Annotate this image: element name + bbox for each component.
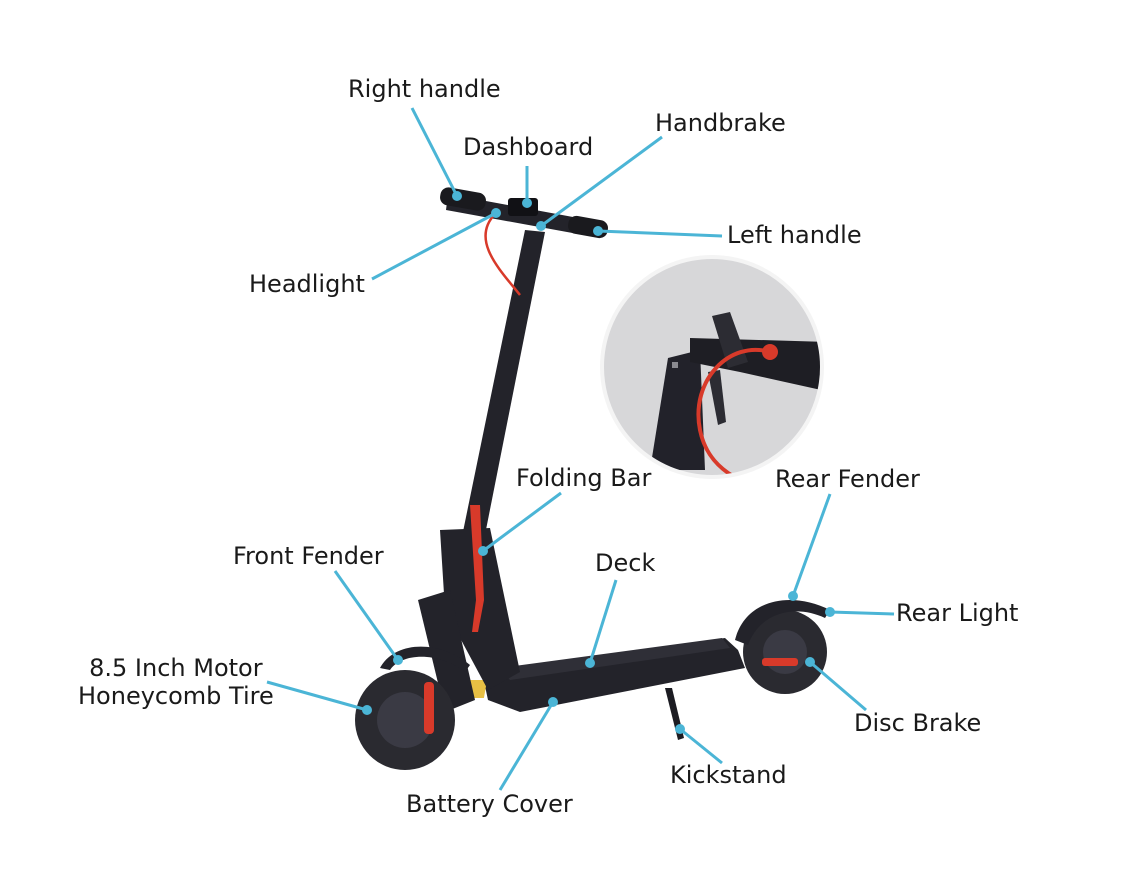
front-fork-leg bbox=[418, 590, 475, 712]
label-headlight: Headlight bbox=[249, 270, 365, 298]
leader-front-fender-dot bbox=[393, 655, 403, 665]
label-dashboard: Dashboard bbox=[463, 133, 594, 161]
label-left-handle: Left handle bbox=[727, 221, 862, 249]
leader-dashboard-dot bbox=[522, 198, 532, 208]
rear-wheel-hub bbox=[763, 630, 807, 674]
leader-left-handle-dot bbox=[593, 226, 603, 236]
leader-right-handle bbox=[410, 107, 459, 197]
leader-handbrake-dot bbox=[536, 221, 546, 231]
deck-shape bbox=[482, 638, 745, 712]
label-motor-tire-line1: 8.5 Inch Motor bbox=[89, 654, 263, 682]
front-fender-shape bbox=[380, 646, 470, 672]
inset-circle bbox=[600, 255, 824, 479]
label-motor-tire-line2: Honeycomb Tire bbox=[78, 682, 274, 710]
inset-lever-arm bbox=[708, 370, 726, 425]
label-kickstand: Kickstand bbox=[670, 761, 787, 789]
leader-deck-dot bbox=[585, 658, 595, 668]
leader-folding-bar bbox=[482, 491, 562, 553]
leader-deck bbox=[588, 579, 618, 664]
deck-top bbox=[500, 638, 730, 680]
label-motor-tire: 8.5 Inch Motor Honeycomb Tire bbox=[78, 654, 274, 710]
label-rear-light: Rear Light bbox=[896, 599, 1019, 627]
leader-kickstand-dot bbox=[675, 724, 685, 734]
label-disc-brake: Disc Brake bbox=[854, 709, 982, 737]
inset-brake-cable bbox=[696, 348, 771, 475]
label-folding-bar: Folding Bar bbox=[516, 464, 652, 492]
inset-stem bbox=[650, 350, 705, 470]
front-wheel-reflector bbox=[424, 682, 434, 734]
leader-disc-brake bbox=[809, 660, 867, 712]
leader-headlight bbox=[371, 211, 497, 281]
leader-folding-bar-dot bbox=[478, 546, 488, 556]
leader-motor-tire-dot bbox=[362, 705, 372, 715]
leader-left-handle bbox=[597, 229, 723, 238]
left-grip bbox=[568, 215, 608, 239]
leader-rear-light-dot bbox=[825, 607, 835, 617]
leader-battery-cover bbox=[498, 701, 555, 791]
leader-disc-brake-dot bbox=[805, 657, 815, 667]
leader-headlight-dot bbox=[491, 208, 501, 218]
rear-fender-shape bbox=[735, 600, 830, 645]
leader-rear-light bbox=[829, 610, 895, 616]
label-deck: Deck bbox=[595, 549, 656, 577]
scooter-body bbox=[355, 187, 830, 770]
brake-cable bbox=[484, 213, 521, 296]
label-right-handle: Right handle bbox=[348, 75, 501, 103]
folding-bar-accent bbox=[470, 505, 484, 632]
leader-right-handle-dot bbox=[452, 191, 462, 201]
leader-kickstand bbox=[679, 727, 723, 765]
front-wheel-hub bbox=[377, 692, 433, 748]
leader-motor-tire bbox=[266, 680, 368, 712]
leader-rear-fender-dot bbox=[788, 591, 798, 601]
label-front-fender: Front Fender bbox=[233, 542, 384, 570]
label-battery-cover: Battery Cover bbox=[406, 790, 573, 818]
rear-disc-accent bbox=[762, 658, 798, 666]
leader-battery-cover-dot bbox=[548, 697, 558, 707]
leader-front-fender bbox=[333, 570, 400, 661]
right-grip bbox=[440, 187, 486, 211]
leader-rear-fender bbox=[791, 493, 832, 597]
label-rear-fender: Rear Fender bbox=[775, 465, 920, 493]
leader-lines bbox=[266, 107, 895, 791]
brake-closeup-inset bbox=[600, 255, 824, 479]
stem-shape bbox=[458, 230, 545, 560]
inset-screw bbox=[672, 362, 678, 368]
leader-handbrake bbox=[540, 135, 663, 228]
label-handbrake: Handbrake bbox=[655, 109, 786, 137]
